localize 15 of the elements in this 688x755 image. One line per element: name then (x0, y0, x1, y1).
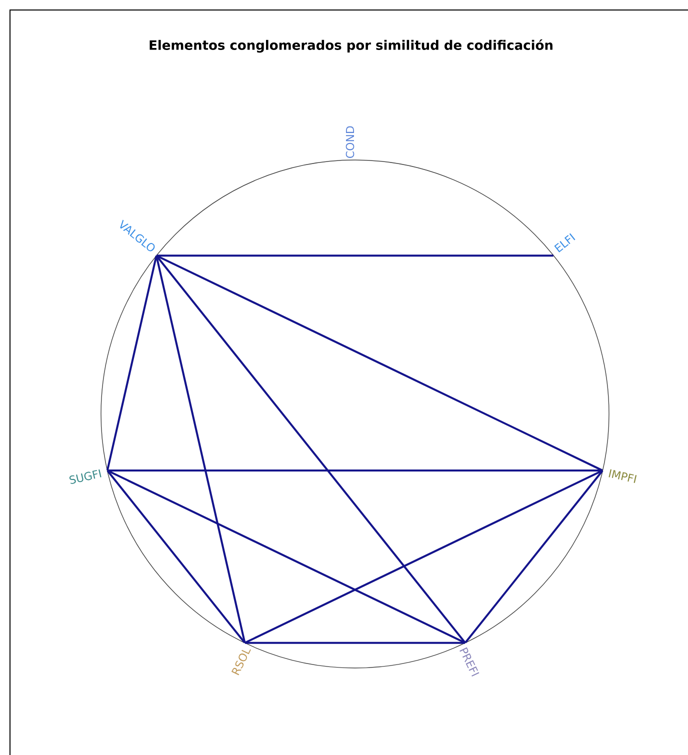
connector-line (156, 255, 466, 644)
node-label: COND (346, 126, 354, 158)
connector-line (244, 470, 603, 644)
node-label: IMPFI (608, 469, 637, 484)
connector-line (156, 254, 554, 257)
connector-line (106, 256, 158, 471)
connector-line (107, 470, 466, 644)
connector-line (106, 470, 246, 644)
connector-line (245, 642, 465, 644)
chart-title: Elementos conglomerados por similitud de codificación (150, 39, 552, 53)
node-label: SUGFI (69, 469, 102, 484)
connector-line (464, 470, 604, 644)
connector-line (108, 470, 602, 472)
connector-line (155, 256, 246, 643)
connector-line (156, 254, 603, 472)
